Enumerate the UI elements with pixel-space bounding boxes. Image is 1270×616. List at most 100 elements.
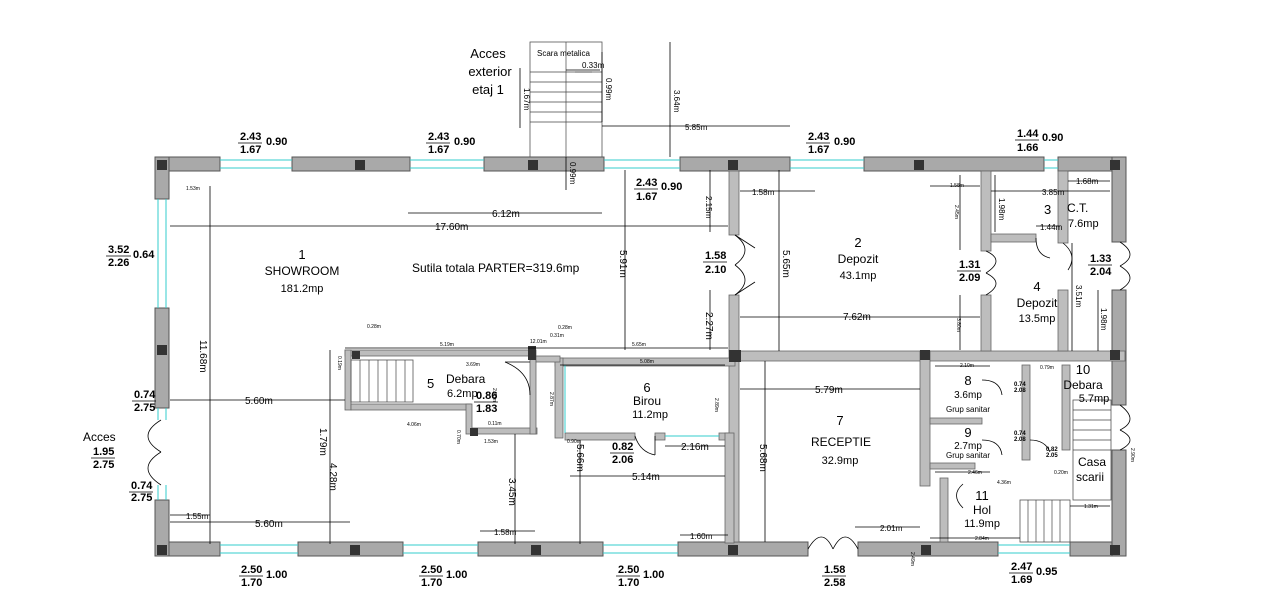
svg-text:3.80m: 3.80m — [955, 318, 961, 332]
svg-text:1.58m: 1.58m — [950, 183, 964, 189]
svg-text:3.6mp: 3.6mp — [954, 390, 982, 401]
opening-labels: 2.43 1.67 0.90 2.43 1.67 0.90 2.43 1.67 … — [91, 128, 1112, 589]
svg-text:2.75: 2.75 — [131, 492, 152, 504]
room-depozit-4: 4 Depozit 13.5mp — [1017, 279, 1058, 325]
svg-text:0.11m: 0.11m — [488, 421, 502, 427]
svg-text:5.60m: 5.60m — [255, 519, 283, 530]
svg-text:1.98m: 1.98m — [1099, 308, 1108, 331]
scara-metalica-label: Scara metalica — [537, 49, 590, 58]
svg-text:0.90: 0.90 — [266, 136, 287, 148]
acces-label: Acces — [83, 430, 116, 444]
svg-text:2.50: 2.50 — [421, 564, 442, 576]
svg-text:1.60m: 1.60m — [690, 532, 713, 541]
svg-text:17.60m: 17.60m — [435, 222, 468, 233]
opening-label-w-left-3: 0.74 2.75 — [129, 480, 153, 504]
svg-text:13.5mp: 13.5mp — [1019, 313, 1056, 325]
opening-label-w-bot-4: 2.47 1.69 0.95 — [1009, 561, 1057, 586]
svg-text:1.70: 1.70 — [421, 577, 442, 589]
dimension-lines — [170, 42, 1110, 544]
svg-text:1.66: 1.66 — [1017, 142, 1038, 154]
svg-text:0.95: 0.95 — [1036, 566, 1057, 578]
svg-text:4.06m: 4.06m — [407, 422, 421, 428]
svg-text:1.53m: 1.53m — [186, 186, 200, 192]
svg-text:2.75: 2.75 — [93, 459, 114, 471]
svg-text:10: 10 — [1076, 362, 1090, 377]
svg-text:0.74: 0.74 — [1014, 431, 1026, 437]
svg-text:0.82: 0.82 — [1046, 447, 1058, 453]
svg-text:1.44: 1.44 — [1017, 128, 1039, 140]
svg-text:5.19m: 5.19m — [440, 342, 454, 348]
svg-text:2.58: 2.58 — [824, 577, 845, 589]
svg-text:5.65m: 5.65m — [780, 250, 791, 278]
opening-label-d-acces: 1.95 2.75 — [91, 446, 115, 471]
svg-text:2: 2 — [854, 235, 861, 250]
svg-text:5: 5 — [427, 376, 434, 391]
svg-text:6.12m: 6.12m — [492, 209, 520, 220]
svg-text:1.44m: 1.44m — [1040, 223, 1063, 232]
svg-text:5.66m: 5.66m — [574, 444, 585, 472]
opening-label-w-top-3: 2.43 1.67 0.90 — [806, 131, 855, 156]
svg-text:2.47: 2.47 — [1011, 561, 1032, 573]
svg-text:0.90: 0.90 — [834, 136, 855, 148]
svg-text:9: 9 — [964, 425, 971, 440]
svg-text:5.08m: 5.08m — [640, 359, 654, 365]
opening-label-d-bot: 1.58 2.58 — [822, 564, 846, 589]
svg-text:Debara: Debara — [446, 372, 486, 386]
svg-text:0.90: 0.90 — [661, 181, 682, 193]
windows — [157, 159, 1070, 554]
svg-text:1.68m: 1.68m — [1076, 177, 1099, 186]
svg-text:0.90m: 0.90m — [567, 439, 581, 445]
svg-text:0.31m: 0.31m — [550, 333, 564, 339]
room-receptie: 7 RECEPTIE 32.9mp — [811, 413, 871, 467]
svg-text:Debara: Debara — [1063, 378, 1103, 392]
svg-text:2.26: 2.26 — [108, 257, 129, 269]
svg-text:2.01m: 2.01m — [880, 524, 903, 533]
svg-text:SHOWROOM: SHOWROOM — [265, 264, 340, 278]
stairs — [350, 41, 1112, 543]
svg-text:1.33: 1.33 — [1090, 253, 1111, 265]
svg-text:2.10: 2.10 — [705, 264, 726, 276]
svg-text:0.74: 0.74 — [131, 480, 153, 492]
opening-label-w-top-1: 2.43 1.67 0.90 — [238, 131, 287, 156]
room-showroom: 1 SHOWROOM 181.2mp — [265, 247, 340, 295]
svg-text:Grup sanitar: Grup sanitar — [946, 405, 990, 414]
svg-text:1.70: 1.70 — [618, 577, 639, 589]
opening-label-w-top-2: 2.43 1.67 0.90 — [426, 131, 475, 156]
room-hol: 11 Hol 11.9mp — [964, 488, 1000, 530]
svg-text:5.65m: 5.65m — [632, 342, 646, 348]
opening-label-w-inner: 2.43 1.67 0.90 — [634, 177, 682, 203]
svg-text:2.75: 2.75 — [134, 402, 155, 414]
svg-text:0.28m: 0.28m — [558, 325, 572, 331]
svg-text:Grup sanitar: Grup sanitar — [946, 451, 990, 460]
total-area: Sutila totala PARTER=319.6mp — [412, 261, 580, 275]
room-grup-9: 9 Grup sanitar 2.7mp — [946, 425, 990, 460]
svg-text:5.68m: 5.68m — [757, 444, 768, 472]
svg-text:1.69: 1.69 — [1011, 574, 1032, 586]
casa-scarii-label: Casa scarii — [1076, 455, 1106, 484]
svg-text:0.90: 0.90 — [1042, 132, 1063, 144]
svg-text:0.33m: 0.33m — [582, 61, 605, 70]
svg-text:0.64: 0.64 — [133, 249, 155, 261]
svg-text:8: 8 — [964, 373, 971, 388]
svg-text:1.00: 1.00 — [266, 569, 287, 581]
svg-text:1.58: 1.58 — [705, 250, 726, 262]
svg-text:0.70m: 0.70m — [455, 430, 461, 444]
svg-text:2.06: 2.06 — [612, 454, 633, 466]
dimension-labels: 6.12m 17.60m 11.68m 5.60m 5.60m 1.79m 4.… — [186, 61, 1135, 566]
room-ct: 3 C.T. 7.6mp — [1044, 201, 1099, 230]
svg-text:1: 1 — [298, 247, 305, 262]
svg-text:1.70: 1.70 — [241, 577, 262, 589]
svg-text:11.68m: 11.68m — [197, 340, 208, 373]
svg-text:1.58: 1.58 — [824, 564, 845, 576]
room-debara-5: 5 Debara 6.2mp — [427, 372, 486, 400]
svg-text:2.15m: 2.15m — [704, 196, 713, 219]
svg-text:5.85m: 5.85m — [685, 123, 708, 132]
svg-text:1.55m: 1.55m — [186, 512, 209, 521]
svg-text:12.01m: 12.01m — [530, 339, 547, 345]
svg-text:RECEPTIE: RECEPTIE — [811, 435, 871, 449]
opening-label-w-bot-2: 2.50 1.70 1.00 — [419, 564, 467, 589]
svg-text:43.1mp: 43.1mp — [840, 270, 877, 282]
opening-label-w-left-2: 0.74 2.75 — [132, 389, 156, 414]
opening-label-d-131: 1.31 2.09 — [957, 259, 981, 284]
svg-text:0.79m: 0.79m — [1040, 365, 1054, 371]
